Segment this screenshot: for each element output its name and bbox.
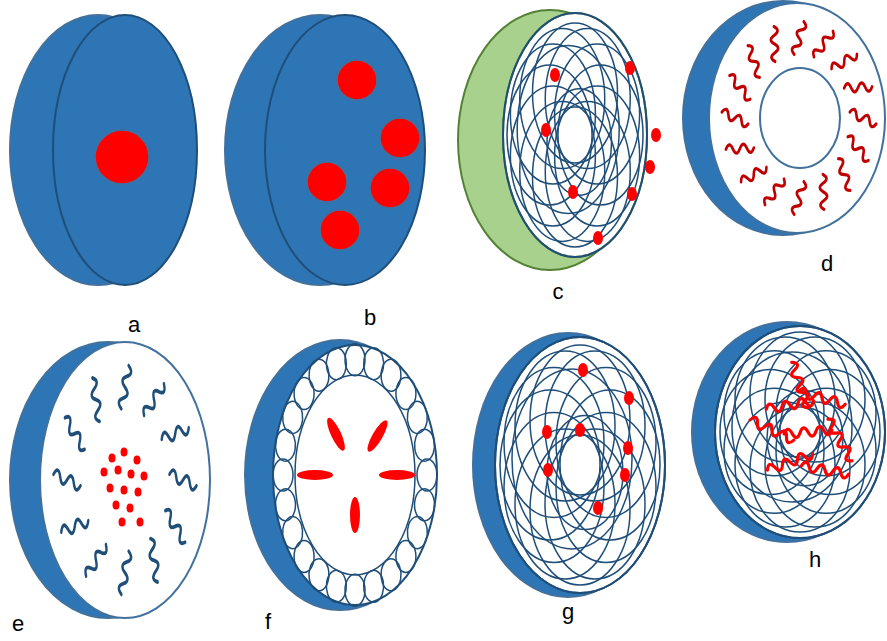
particle-a — [10, 15, 197, 285]
panel-letter: g — [562, 600, 574, 624]
panel-letter: c — [553, 280, 564, 304]
panel-letter: f — [265, 610, 271, 634]
panel-letter: e — [12, 612, 24, 636]
particle-h — [692, 322, 885, 542]
particle-f — [245, 340, 437, 610]
panel-letter: b — [364, 306, 376, 330]
panel-letter: d — [821, 252, 833, 276]
panel-letter: h — [809, 548, 821, 572]
particle-g — [473, 333, 665, 597]
particle-b — [225, 15, 425, 285]
particle-c — [458, 10, 661, 270]
particle-d — [683, 1, 885, 235]
particle-e — [10, 342, 210, 618]
panel-letter: a — [128, 313, 140, 337]
